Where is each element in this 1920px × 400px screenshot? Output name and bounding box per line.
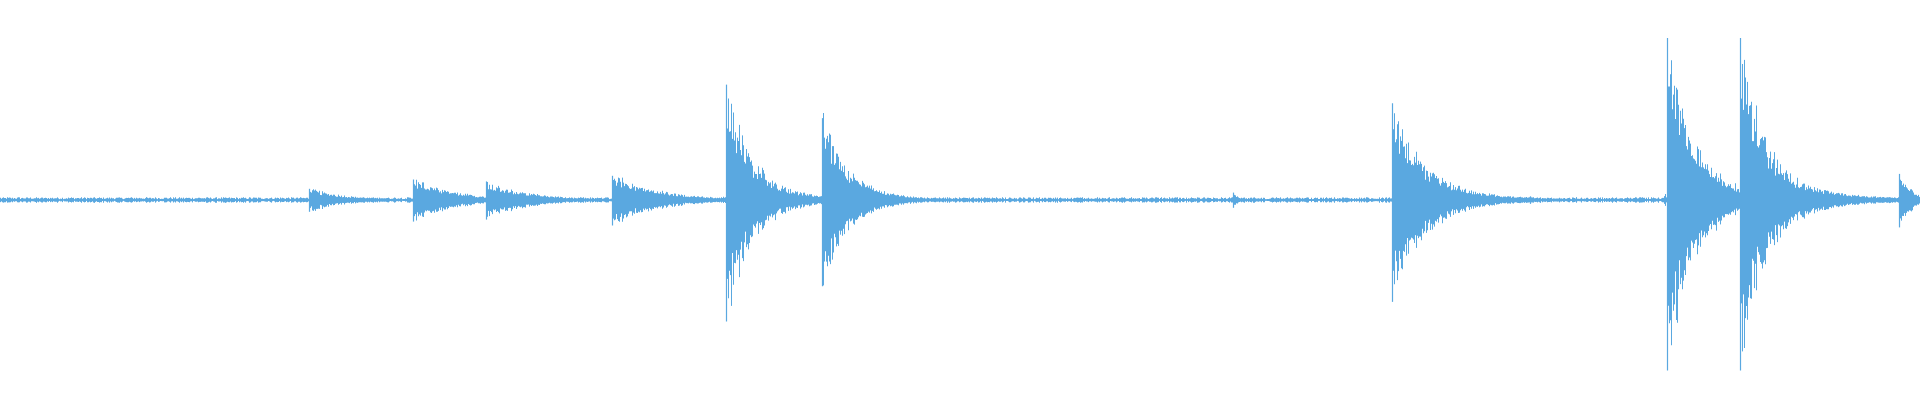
waveform-path: [0, 46, 1920, 359]
waveform-transient-peaks: [308, 38, 1901, 371]
waveform-columns: [0, 46, 1920, 359]
